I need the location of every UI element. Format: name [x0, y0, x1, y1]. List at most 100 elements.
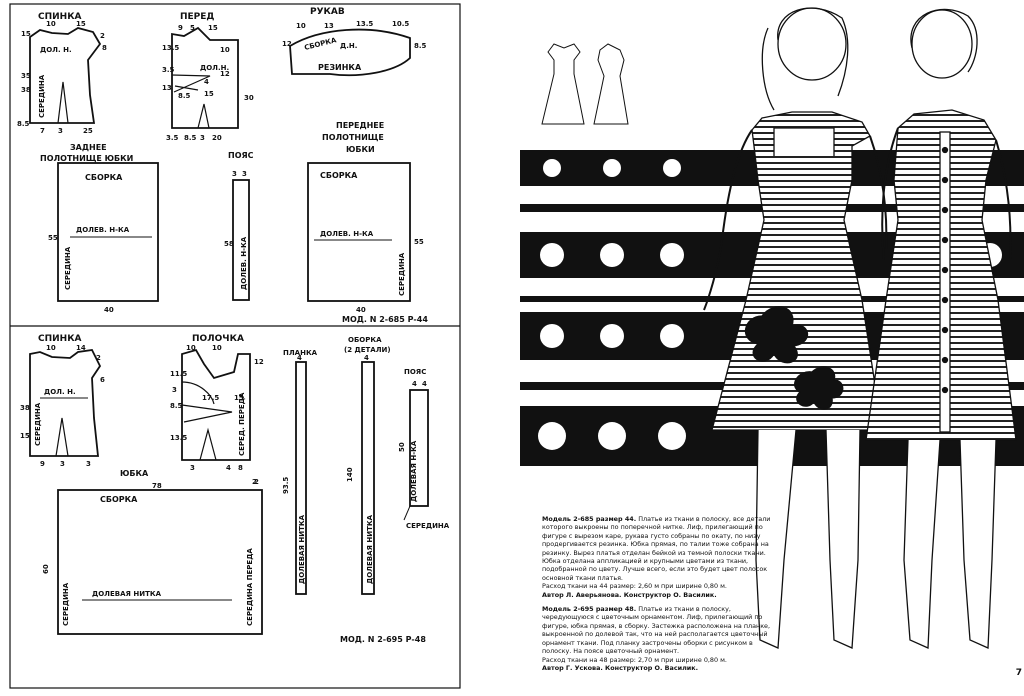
dim-label: 12 — [282, 40, 292, 48]
top-back-label: СПИНКА — [38, 12, 82, 22]
top-back-skirt-title-2: ПОЛОТНИЩЕ ЮБКИ — [40, 154, 133, 163]
dim-label: 2 — [96, 354, 101, 362]
dim-label: 2 — [252, 478, 257, 486]
model-1-text: Платье из ткани в полоску, все детали ко… — [542, 515, 771, 582]
top-sleeve-dn: Д.Н. — [340, 42, 357, 50]
bottom-skirt-label: ЮБКА — [120, 469, 149, 478]
dim-label: 8.5 — [184, 134, 197, 142]
dim-label: 10.5 — [392, 20, 409, 28]
dim-label: 8 — [102, 44, 107, 52]
top-back-bodice — [29, 27, 102, 124]
bottom-ruffle-label-2: (2 ДЕТАЛИ) — [344, 346, 391, 354]
top-front-skirt-title-2: ПОЛОТНИЩЕ — [322, 133, 384, 142]
bottom-skirt — [57, 489, 263, 635]
dim-label: 13.5 — [162, 44, 179, 52]
top-front-skirt-gather: СБОРКА — [320, 171, 358, 180]
bottom-front-center: СЕРЕД. ПЕРЕДА — [238, 392, 246, 456]
dim-label: 15 — [20, 432, 30, 440]
dim-label: 9 — [40, 460, 45, 468]
dim-label: 2 — [100, 32, 105, 40]
dim-label: 3 — [172, 386, 177, 394]
illustration-page: Модель 2-685 размер 44. Платье из ткани … — [512, 0, 1024, 692]
dim-label: 7 — [40, 127, 45, 135]
top-sleeve-label: РУКАВ — [310, 7, 345, 17]
dim-label: 4 — [364, 354, 369, 362]
dim-label: 3 — [200, 134, 205, 142]
dim-label: 40 — [356, 306, 366, 314]
model-2-title: Модель 2-695 размер 48. — [542, 605, 637, 614]
dim-label: 9 — [178, 24, 183, 32]
dim-label: 3 — [58, 127, 63, 135]
bottom-placket-text: ДОЛЕВАЯ НИТКА — [298, 514, 306, 584]
dim-label: 10 — [212, 344, 222, 352]
dim-label: 8.5 — [178, 92, 191, 100]
dim-label: 93.5 — [282, 477, 290, 494]
top-front-skirt-title-1: ПЕРЕДНЕЕ — [336, 121, 384, 130]
dim-label: 20 — [212, 134, 222, 142]
top-back-skirt-gather: СБОРКА — [85, 173, 123, 182]
dim-label: 15 — [234, 394, 244, 402]
pattern-page: СПИНКА ПЕРЕД РУКАВ ДОЛ. Н. СЕРЕДИНА 10 1… — [0, 0, 512, 692]
model-2-text: Платье из ткани в полоску, чередующуюся … — [542, 605, 771, 656]
top-front-label: ПЕРЕД — [180, 12, 214, 22]
dim-label: 13.5 — [170, 434, 187, 442]
model-1-author: Автор Л. Аверьянова. Конструктор О. Васи… — [542, 590, 717, 599]
top-belt — [232, 179, 250, 301]
dim-label: 5 — [190, 24, 195, 32]
bottom-back-center: СЕРЕДИНА — [34, 402, 42, 446]
dim-label: 3.5 — [166, 134, 179, 142]
dim-label: 3 — [86, 460, 91, 468]
bottom-skirt-grain: ДОЛЕВАЯ НИТКА — [92, 590, 162, 598]
dim-label: 8.5 — [17, 120, 30, 128]
bottom-back-bodice — [29, 349, 102, 457]
dim-label: 4 — [412, 380, 417, 388]
top-sleeve-elastic: РЕЗИНКА — [318, 63, 362, 72]
dim-label: 12 — [220, 70, 230, 78]
dim-label: 11.5 — [170, 370, 187, 378]
top-front-skirt-grain: ДОЛЕВ. Н-КА — [320, 230, 374, 238]
top-sleeve — [289, 28, 411, 77]
dim-label: 6 — [100, 376, 105, 384]
dim-label: 15 — [208, 24, 218, 32]
bottom-ruffle-text: ДОЛЕВАЯ НИТКА — [366, 514, 374, 584]
model-1-consumption: Расход ткани на 44 размер: 2,60 м при ши… — [542, 582, 727, 591]
dim-label: 38 — [21, 86, 31, 94]
dim-label: 10 — [186, 344, 196, 352]
dim-label: 17.5 — [202, 394, 219, 402]
dim-label: 55 — [414, 238, 424, 246]
dim-label: 60 — [42, 564, 50, 574]
dim-label: 13 — [324, 22, 334, 30]
dim-label: 4 — [226, 464, 231, 472]
dim-label: 13 — [162, 84, 172, 92]
dim-label: 3 — [232, 170, 237, 178]
figure-left — [703, 7, 888, 649]
top-model-ref: МОД. N 2-685 Р-44 — [342, 315, 428, 324]
dim-label: 4 — [204, 78, 209, 86]
dim-label: 55 — [48, 234, 58, 242]
dim-label: 15 — [21, 30, 31, 38]
top-back-grain: ДОЛ. Н. — [40, 46, 72, 54]
dim-label: 15 — [76, 20, 86, 28]
bottom-ruffle-label-1: ОБОРКА — [348, 336, 382, 344]
bottom-placket — [295, 361, 307, 595]
caption-block: Модель 2-685 размер 44. Платье из ткани … — [542, 515, 774, 678]
bottom-model-ref: МОД. N 2-695 Р-48 — [340, 635, 426, 644]
top-front-grain: ДОЛ.Н. — [200, 64, 229, 72]
bottom-belt-text: ДОЛЕВАЯ Н-КА — [410, 440, 418, 502]
bottom-ruffle — [361, 361, 375, 595]
dim-label: 140 — [346, 467, 354, 482]
bottom-skirt-gather: СБОРКА — [100, 495, 138, 504]
bottom-skirt-center-right: СЕРЕДИНА ПЕРЕДА — [246, 548, 254, 626]
dim-label: 78 — [152, 482, 162, 490]
dim-label: 58 — [224, 240, 234, 248]
top-front-skirt — [307, 162, 411, 302]
figure-right — [865, 8, 1017, 649]
dim-label: 3 — [190, 464, 195, 472]
dim-label: 10 — [46, 344, 56, 352]
bottom-front-label: ПОЛОЧКА — [192, 334, 244, 344]
dim-label: 35 — [21, 72, 31, 80]
dim-label: 40 — [104, 306, 114, 314]
top-front-bodice — [171, 26, 239, 129]
dim-label: 3 — [60, 460, 65, 468]
bottom-skirt-center-left: СЕРЕДИНА — [62, 582, 70, 626]
